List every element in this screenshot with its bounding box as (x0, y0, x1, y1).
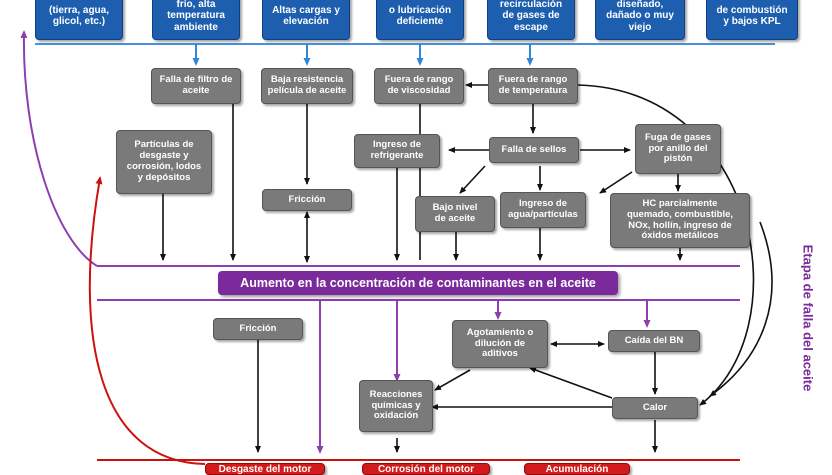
node-falla-sellos: Falla de sellos (489, 137, 579, 163)
cause-loads: Altas cargas y elevación (262, 0, 350, 40)
node-fuera-viscosidad: Fuera de rango de viscosidad (374, 68, 464, 104)
node-agotamiento-aditivos: Agotamiento o dilución de aditivos (452, 320, 548, 368)
result-corrosion: Corrosión del motor (362, 463, 490, 475)
node-caida-bn: Caída del BN (608, 330, 700, 352)
node-ingreso-refrigerante: Ingreso de refrigerante (354, 134, 440, 168)
cause-design: diseñado, dañado o muy viejo (595, 0, 685, 40)
node-fuga-gases: Fuga de gases por anillo del pistón (635, 124, 721, 174)
cause-contaminants: (tierra, agua, glicol, etc.) (35, 0, 123, 40)
node-hc-parcialmente: HC parcialmente quemado, combustible, NO… (610, 193, 750, 248)
result-acumulacion: Acumulación (524, 463, 630, 475)
node-reacciones-quimicas: Reacciones químicas y oxidación (359, 380, 433, 432)
cause-lubrication: o lubricación deficiente (376, 0, 464, 40)
node-friccion-lower: Fricción (213, 318, 303, 340)
cause-combustion: de combustión y bajos KPL (706, 0, 798, 40)
node-calor: Calor (612, 397, 698, 419)
cause-temperature: frío, alta temperatura ambiente (152, 0, 240, 40)
node-fuera-temperatura: Fuera de rango de temperatura (488, 68, 578, 104)
node-baja-resistencia: Baja resistencia película de aceite (261, 68, 353, 104)
cause-exhaust-recirculation: recirculación de gases de escape (487, 0, 575, 40)
node-ingreso-agua: Ingreso de agua/partículas (500, 192, 586, 228)
node-bajo-nivel: Bajo nivel de aceite (415, 196, 495, 232)
result-desgaste: Desgaste del motor (205, 463, 325, 475)
central-contaminant-increase: Aumento en la concentración de contamina… (218, 271, 618, 295)
node-falla-filtro: Falla de filtro de aceite (151, 68, 241, 104)
node-particulas: Partículas de desgaste y corrosión, lodo… (116, 130, 212, 194)
oil-failure-stage-label: Etapa de falla del aceite (800, 244, 816, 392)
node-friccion-upper: Fricción (262, 189, 352, 211)
